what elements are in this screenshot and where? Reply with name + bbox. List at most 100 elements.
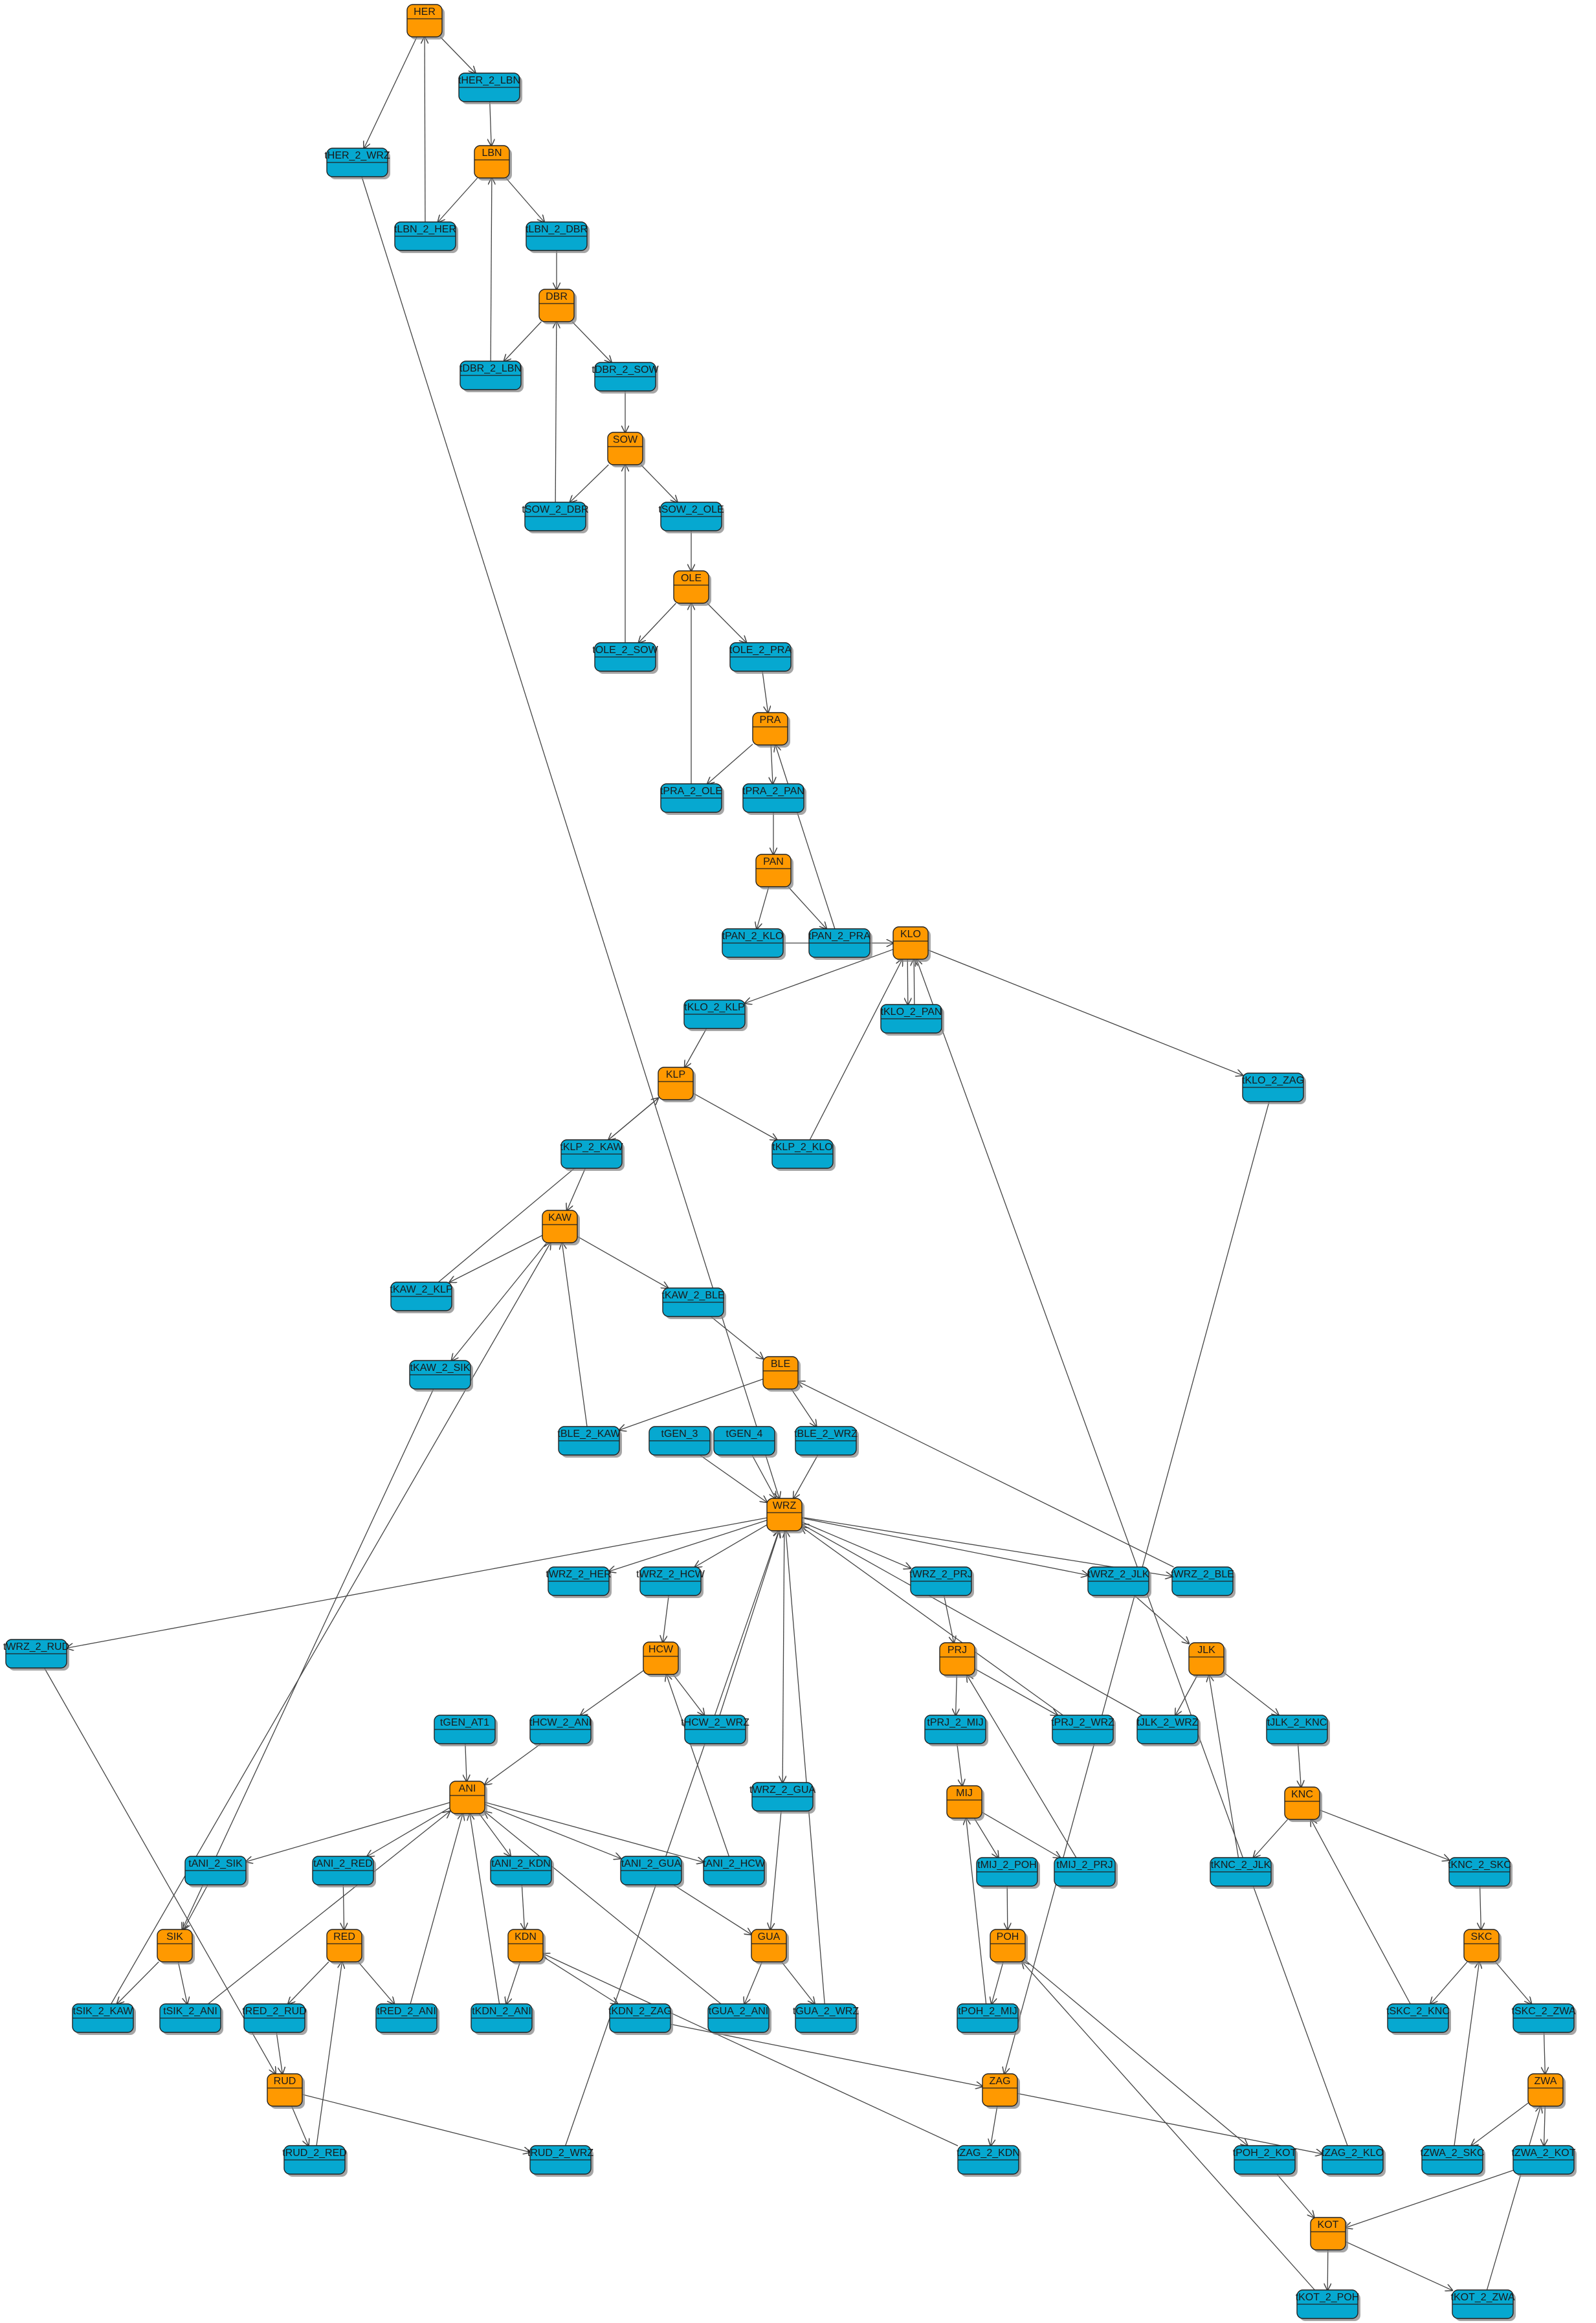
transition-tWRZ_2_HCW[interactable]: tWRZ_2_HCW [636, 1566, 705, 1598]
transition-tGUA_2_WRZ[interactable]: tGUA_2_WRZ [793, 2003, 859, 2035]
transition-tHCW_2_ANI[interactable]: tHCW_2_ANI [529, 1715, 593, 1746]
transition-tKOT_2_POH[interactable]: tKOT_2_POH [1296, 2289, 1360, 2321]
transition-tJLK_2_KNC[interactable]: tJLK_2_KNC [1266, 1715, 1330, 1746]
transition-tKAW_2_BLE[interactable]: tKAW_2_BLE [661, 1287, 726, 1319]
transition-tMIJ_2_POH[interactable]: tMIJ_2_POH [976, 1857, 1040, 1889]
edge-tWRZ_2_HCW-to-HCW [663, 1595, 669, 1642]
place-BLE[interactable]: BLE [762, 1356, 801, 1392]
transition-tWRZ_2_BLE[interactable]: tWRZ_2_BLE [1171, 1566, 1236, 1598]
nodes-layer: tHER_2_LBN tHER_2_WRZ tLBN_2_HER tLBN_2_DBR… [3, 4, 1577, 2321]
transition-tSOW_2_OLE[interactable]: tSOW_2_OLE [658, 502, 724, 533]
transition-tPAN_2_PRA[interactable]: tPAN_2_PRA [808, 928, 872, 960]
node-label: HER [414, 6, 436, 17]
transition-tKDN_2_ZAG[interactable]: tKDN_2_ZAG [608, 2003, 673, 2035]
transition-tPOH_2_KOT[interactable]: tPOH_2_KOT [1233, 2145, 1298, 2177]
place-KDN[interactable]: KDN [507, 1929, 546, 1964]
transition-tKAW_2_SIK[interactable]: tKAW_2_SIK [409, 1360, 473, 1392]
transition-tLBN_2_HER[interactable]: tLBN_2_HER [394, 221, 458, 253]
place-ZWA[interactable]: ZWA [1527, 2073, 1566, 2109]
place-KOT[interactable]: KOT [1310, 2217, 1348, 2252]
transition-tBLE_2_KAW[interactable]: tBLE_2_KAW [557, 1426, 622, 1458]
place-LBN[interactable]: LBN [474, 145, 512, 181]
transition-tRED_2_RUD[interactable]: tRED_2_RUD [242, 2003, 307, 2035]
transition-tWRZ_2_PRJ[interactable]: tWRZ_2_PRJ [909, 1566, 974, 1598]
place-PAN[interactable]: PAN [755, 854, 793, 889]
transition-tPRA_2_OLE[interactable]: tPRA_2_OLE [660, 783, 724, 815]
transition-tWRZ_2_JLK[interactable]: tWRZ_2_JLK [1087, 1566, 1151, 1598]
place-SKC[interactable]: SKC [1463, 1929, 1502, 1964]
place-JLK[interactable]: JLK [1188, 1642, 1226, 1678]
place-SIK[interactable]: SIK [157, 1929, 195, 1964]
place-KNC[interactable]: KNC [1284, 1786, 1322, 1822]
transition-tZAG_2_KDN[interactable]: tZAG_2_KDN [957, 2145, 1021, 2177]
transition-tKLP_2_KLO[interactable]: tKLP_2_KLO [771, 1139, 836, 1171]
transition-tRUD_2_RED[interactable]: tRUD_2_RED [282, 2145, 348, 2177]
place-OLE[interactable]: OLE [673, 570, 711, 606]
place-KAW[interactable]: KAW [542, 1210, 580, 1245]
place-HCW[interactable]: HCW [643, 1641, 681, 1677]
place-WRZ[interactable]: WRZ [766, 1498, 804, 1533]
transition-tPOH_2_MIJ[interactable]: tPOH_2_MIJ [957, 2003, 1021, 2035]
transition-tMIJ_2_PRJ[interactable]: tMIJ_2_PRJ [1054, 1857, 1118, 1889]
place-KLO[interactable]: KLO [892, 926, 931, 962]
transition-tHER_2_WRZ[interactable]: tHER_2_WRZ [324, 148, 390, 179]
transition-tSKC_2_KNC[interactable]: tSKC_2_KNC [1386, 2003, 1451, 2035]
transition-tPRJ_2_MIJ[interactable]: tPRJ_2_MIJ [924, 1715, 988, 1746]
place-HER[interactable]: HER [406, 4, 445, 39]
transition-tDBR_2_LBN[interactable]: tDBR_2_LBN [460, 361, 524, 392]
transition-tSKC_2_ZWA[interactable]: tSKC_2_ZWA [1512, 2003, 1577, 2035]
place-MIJ[interactable]: MIJ [946, 1785, 984, 1821]
transition-tWRZ_2_HER[interactable]: tWRZ_2_HER [546, 1566, 612, 1598]
place-PRJ[interactable]: PRJ [939, 1642, 977, 1678]
transition-tANI_2_RED[interactable]: tANI_2_RED [312, 1856, 376, 1887]
place-PRA[interactable]: PRA [752, 712, 790, 748]
place-ZAG[interactable]: ZAG [982, 2073, 1020, 2109]
transition-tGEN_3[interactable]: tGEN_3 [648, 1426, 713, 1458]
transition-tJLK_2_WRZ[interactable]: tJLK_2_WRZ [1136, 1715, 1201, 1746]
transition-tDBR_2_SOW[interactable]: tDBR_2_SOW [592, 362, 659, 394]
place-RUD[interactable]: RUD [267, 2073, 305, 2109]
transition-tPAN_2_KLO[interactable]: tPAN_2_KLO [722, 928, 786, 960]
transition-tPRJ_2_WRZ[interactable]: tPRJ_2_WRZ [1051, 1715, 1116, 1746]
transition-tKAW_2_KLP[interactable]: tKAW_2_KLP [390, 1282, 454, 1313]
transition-tRUD_2_WRZ[interactable]: tRUD_2_WRZ [527, 2145, 593, 2177]
transition-tWRZ_2_GUA[interactable]: tWRZ_2_GUA [749, 1782, 816, 1814]
transition-tHCW_2_WRZ[interactable]: tHCW_2_WRZ [681, 1715, 749, 1746]
transition-tSOW_2_DBR[interactable]: tSOW_2_DBR [522, 502, 589, 533]
transition-tKLP_2_KAW[interactable]: tKLP_2_KAW [560, 1139, 625, 1171]
transition-tKNC_2_SKC[interactable]: tKNC_2_SKC [1448, 1857, 1513, 1889]
transition-tZWA_2_SKC[interactable]: tZWA_2_SKC [1421, 2145, 1486, 2177]
place-DBR[interactable]: DBR [538, 289, 577, 324]
transition-tLBN_2_DBR[interactable]: tLBN_2_DBR [526, 221, 590, 253]
transition-tKOT_2_ZWA[interactable]: tKOT_2_ZWA [1451, 2289, 1516, 2321]
transition-tKLO_2_ZAG[interactable]: tKLO_2_ZAG [1242, 1073, 1306, 1104]
transition-tBLE_2_WRZ[interactable]: tBLE_2_WRZ [794, 1426, 859, 1458]
place-RED[interactable]: RED [326, 1929, 364, 1964]
transition-tKLO_2_KLP[interactable]: tKLO_2_KLP [683, 999, 748, 1031]
transition-tSIK_2_KAW[interactable]: tSIK_2_KAW [72, 2003, 136, 2035]
transition-tHER_2_LBN[interactable]: tHER_2_LBN [458, 72, 522, 104]
transition-tZAG_2_KLO[interactable]: tZAG_2_KLO [1322, 2145, 1386, 2177]
transition-tGUA_2_ANI[interactable]: tGUA_2_ANI [707, 2003, 771, 2035]
transition-tOLE_2_SOW[interactable]: tOLE_2_SOW [592, 642, 659, 674]
place-ANI[interactable]: ANI [449, 1781, 487, 1816]
transition-tRED_2_ANI[interactable]: tRED_2_ANI [375, 2003, 439, 2035]
transition-tKLO_2_PAN[interactable]: tKLO_2_PAN [880, 1004, 944, 1036]
transition-tOLE_2_PRA[interactable]: tOLE_2_PRA [729, 642, 793, 674]
transition-tKNC_2_JLK[interactable]: tKNC_2_JLK [1210, 1857, 1274, 1889]
transition-tGEN_4[interactable]: tGEN_4 [713, 1426, 777, 1458]
transition-tANI_2_GUA[interactable]: tANI_2_GUA [620, 1856, 684, 1887]
transition-tKDN_2_ANI[interactable]: tKDN_2_ANI [471, 2003, 535, 2035]
transition-tPRA_2_PAN[interactable]: tPRA_2_PAN [742, 783, 806, 815]
place-KLP[interactable]: KLP [658, 1067, 696, 1102]
place-GUA[interactable]: GUA [751, 1929, 789, 1964]
transition-tWRZ_2_RUD[interactable]: tWRZ_2_RUD [3, 1639, 69, 1671]
transition-tSIK_2_ANI[interactable]: tSIK_2_ANI [159, 2003, 223, 2035]
place-SOW[interactable]: SOW [607, 432, 645, 467]
transition-tGEN_AT1[interactable]: tGEN_AT1 [434, 1715, 498, 1746]
transition-tZWA_2_KOT[interactable]: tZWA_2_KOT [1512, 2145, 1577, 2177]
transition-tANI_2_KDN[interactable]: tANI_2_KDN [490, 1856, 554, 1887]
transition-tANI_2_HCW[interactable]: tANI_2_HCW [703, 1856, 767, 1887]
place-POH[interactable]: POH [990, 1929, 1028, 1964]
transition-tANI_2_SIK[interactable]: tANI_2_SIK [184, 1856, 249, 1887]
